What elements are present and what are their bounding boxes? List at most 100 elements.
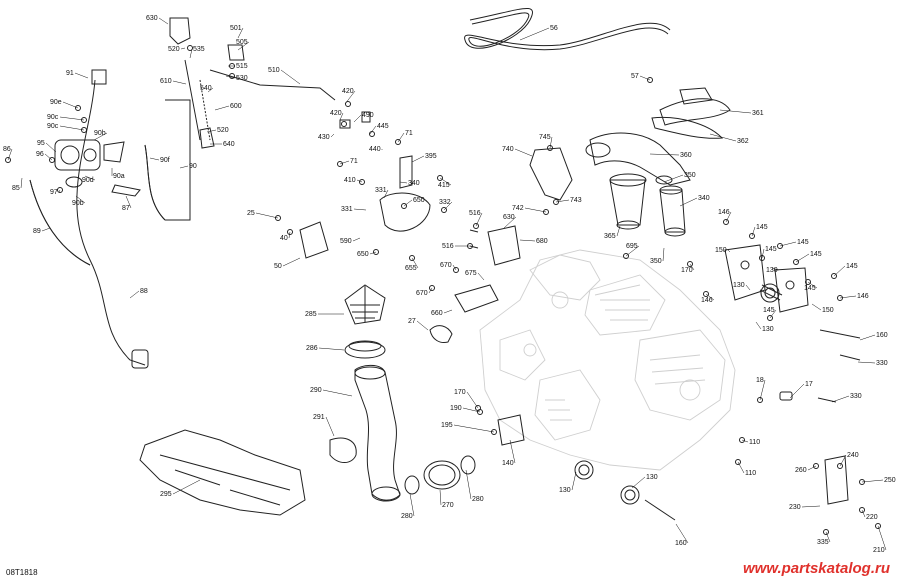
leader-line [74,72,89,79]
leader-line [443,309,453,314]
callout-90b: 90b [72,195,86,207]
leader-line [149,157,160,161]
leader-line [861,479,884,483]
leader-line [745,284,751,291]
callout-label: 145 [810,251,822,258]
callout-label: 90f [160,157,170,164]
leader-line [62,101,79,109]
callout-285: 285 [305,311,344,318]
callout-label: 27 [408,318,416,325]
callout-295: 295 [160,479,201,498]
leader-line [206,129,217,133]
leader-line [255,212,279,219]
callout-90d: 90d [82,175,96,184]
callout-label: 362 [737,138,749,145]
leader-line [833,265,846,277]
callout-label: 240 [847,452,859,459]
callout-label: 743 [570,197,582,204]
leader-line [807,281,818,289]
leader-line [649,153,680,156]
callout-label: 365 [604,233,616,240]
leader-line [679,197,698,207]
leader-line [397,132,405,143]
leader-line [172,479,201,495]
callout-label: 110 [745,470,756,477]
callout-label: 130 [762,326,774,333]
leader-line [214,105,230,111]
callout-label: 140 [502,460,514,467]
callout-label: 340 [408,180,420,187]
callout-label: 650 [413,197,425,204]
leader-line [84,175,96,181]
leader-line [549,136,553,149]
callout-330: 330 [857,360,888,367]
callout-label: 90c [47,123,59,130]
leader-line [631,476,646,489]
callout-label: 655 [405,265,417,272]
leader-line [409,493,415,517]
callout-50: 50 [274,257,301,270]
throttle-body-assembly [54,139,141,197]
plate-50 [299,221,329,259]
callout-340: 340 [399,180,420,187]
callout-label: 520 [168,46,180,53]
leader-line [352,237,361,242]
callout-361: 361 [719,109,764,117]
duct-290 [354,364,401,501]
callout-label: 510 [268,67,280,74]
callout-270: 270 [439,489,454,509]
callout-label: 415 [438,182,450,189]
leader-line [761,248,765,259]
callout-91: 91 [66,70,89,79]
leader-line [20,177,23,189]
callout-label: 445 [377,123,389,130]
callout-516: 516 [442,243,470,250]
callout-label: 91 [66,70,74,77]
leader-line [514,148,533,157]
callout-160: 160 [675,523,689,547]
callout-label: 160 [675,540,687,547]
leader-line [466,391,479,409]
callout-130: 130 [733,282,751,291]
callout-label: 90 [189,163,197,170]
leader-line [675,523,689,544]
callout-label: 130 [733,282,745,289]
leader-line [725,211,732,223]
callout-90: 90 [179,163,197,170]
callout-130: 130 [755,321,774,333]
leader-line [839,454,847,467]
leader-line [709,133,737,142]
leader-line [225,75,236,79]
callout-label: 160 [876,332,888,339]
leader-line [237,41,250,51]
leader-line [411,257,419,269]
callout-420: 420 [330,110,344,121]
callout-745: 745 [539,134,553,149]
callout-89: 89 [33,227,51,235]
callout-label: 190 [450,405,462,412]
skid-plate-295 [139,429,306,516]
callout-label: 330 [850,393,862,400]
callout-label: 505 [236,39,248,46]
callout-195: 195 [441,422,495,433]
leader-line [7,148,13,161]
callout-110: 110 [737,461,756,477]
callout-label: 71 [350,158,358,165]
leader-line [779,241,797,247]
callout-label: 260 [795,467,807,474]
callout-18: 18 [756,377,766,401]
callout-label: 90d [82,177,94,184]
callout-430: 430 [318,133,335,141]
callout-label: 195 [441,422,453,429]
callout-415: 415 [438,177,452,189]
leader-line [795,253,810,263]
callout-260: 260 [795,465,817,474]
callout-label: 490 [362,112,374,119]
leader-line [751,226,756,237]
leader-line [93,132,108,141]
leader-line [383,189,389,199]
leader-line [639,75,651,81]
callout-label: 145 [797,239,809,246]
callout-label: 331 [341,206,353,213]
